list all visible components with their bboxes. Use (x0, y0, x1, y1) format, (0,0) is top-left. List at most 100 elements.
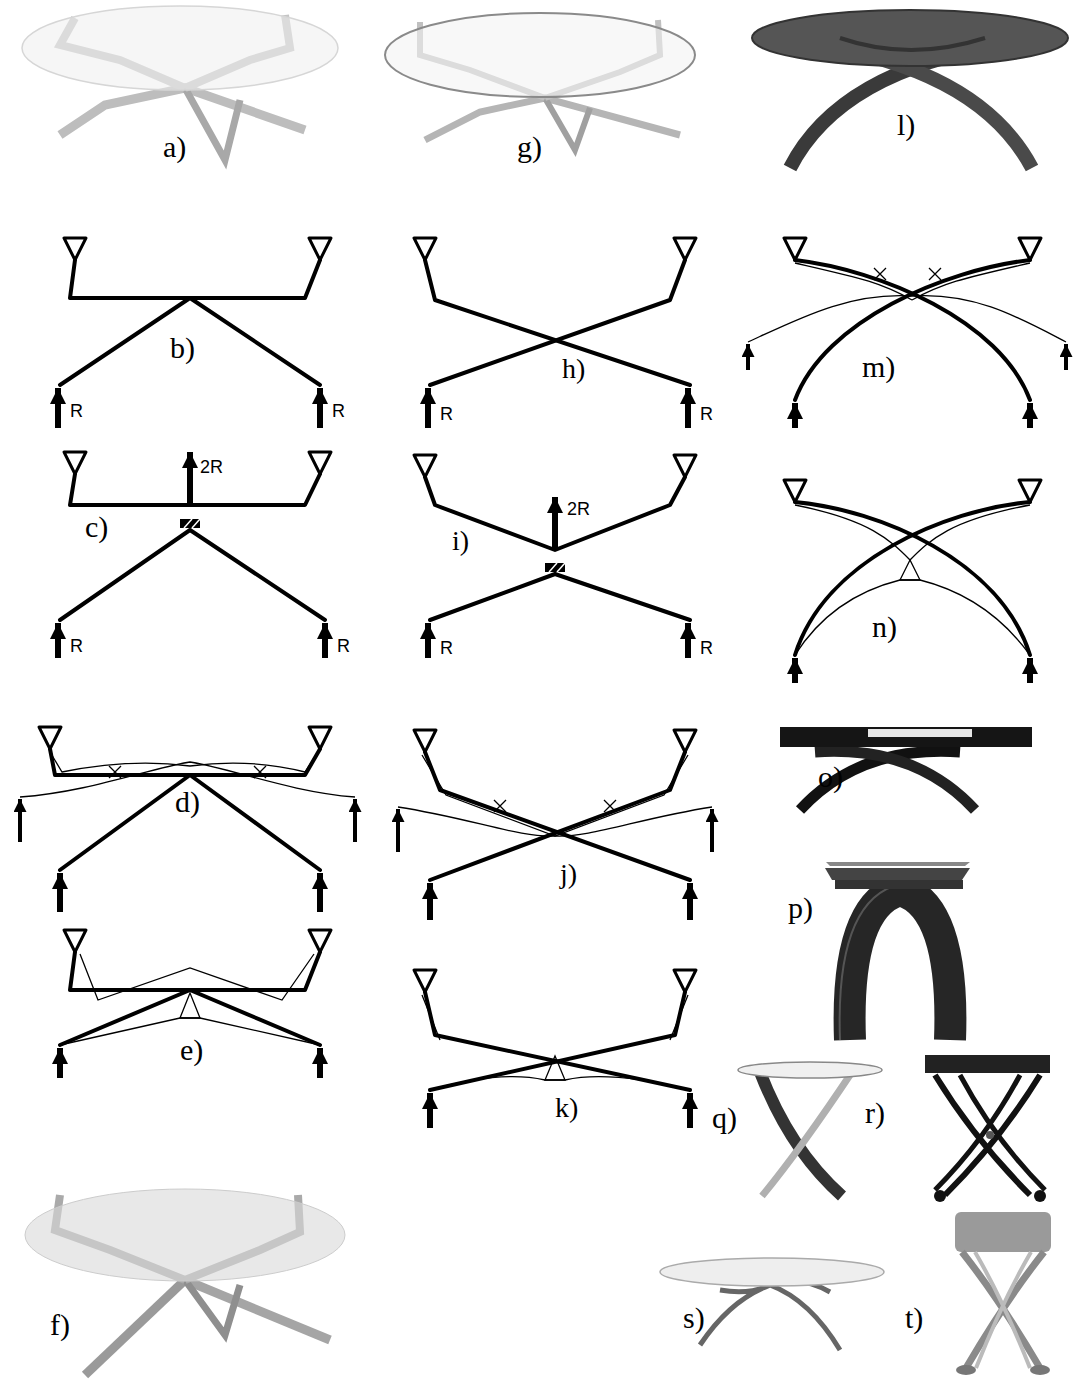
table-photo-part (815, 751, 975, 810)
structural-scheme-part (792, 403, 798, 428)
structural-scheme-part (430, 992, 685, 1090)
structural-scheme-part (309, 452, 331, 474)
structural-scheme-part (430, 1077, 690, 1090)
structural-scheme-part (425, 992, 690, 1090)
load-label: R (70, 402, 83, 420)
structural-scheme-part (18, 799, 22, 842)
structural-scheme-part (309, 238, 331, 260)
figure-label: t) (905, 1303, 923, 1333)
structural-scheme-part (187, 452, 193, 505)
table-photo-part (934, 1190, 946, 1202)
table-render-part (185, 1280, 240, 1335)
structural-scheme-part (795, 263, 1030, 300)
figure-label: b) (170, 333, 195, 363)
table-render-part (22, 6, 338, 90)
figure-label: o) (818, 762, 843, 792)
structural-scheme-part (414, 730, 436, 752)
table-photo-part (925, 1055, 1050, 1073)
structural-scheme-part (425, 623, 431, 658)
figure-label: a) (163, 132, 186, 162)
structural-scheme-part (55, 388, 61, 428)
structural-scheme-part (425, 260, 690, 385)
table-photo-part (738, 1062, 882, 1078)
table-photo-part (868, 729, 972, 737)
structural-scheme (58, 452, 331, 658)
table-render-part (425, 98, 680, 140)
table-photo-part (826, 862, 970, 866)
structural-scheme-part (396, 809, 400, 852)
structural-scheme-part (184, 519, 192, 528)
structural-scheme-part (494, 800, 616, 812)
structural-scheme (58, 238, 331, 428)
figure-label: n) (872, 612, 897, 642)
structural-scheme-part (322, 623, 328, 658)
figure-label: r) (865, 1098, 885, 1128)
structural-scheme-part (674, 970, 696, 992)
structural-scheme-part (50, 749, 320, 775)
figure-label: s) (683, 1303, 705, 1333)
load-label: R (700, 639, 713, 657)
structural-scheme-part (746, 344, 750, 370)
structural-scheme-part (430, 752, 685, 880)
structural-scheme-part (180, 993, 200, 1018)
structural-scheme-part (192, 519, 200, 528)
structural-scheme-part (57, 873, 63, 912)
structural-scheme-part (687, 883, 693, 920)
load-label: R (337, 637, 350, 655)
table-render (25, 1189, 345, 1375)
table-photo-part (955, 1212, 1051, 1252)
structural-scheme-part (60, 775, 320, 870)
table-photo (738, 1062, 882, 1196)
structural-scheme-part (784, 480, 806, 502)
structural-scheme-part (414, 970, 436, 992)
structural-scheme-part (710, 809, 714, 852)
table-photo-part (962, 1252, 1044, 1368)
structural-scheme-part (1027, 658, 1033, 683)
table-photo-part (850, 890, 951, 1040)
structural-scheme-part (687, 1093, 693, 1128)
structural-scheme-part (748, 296, 1066, 342)
figure-label: m) (862, 352, 895, 382)
load-label: R (70, 637, 83, 655)
structural-scheme-part (414, 455, 436, 477)
table-photo-part (956, 1365, 976, 1375)
table-photo-part (986, 1131, 994, 1139)
structural-scheme-part (414, 238, 436, 260)
table-render-part (60, 88, 305, 135)
figure-label: c) (85, 512, 108, 542)
figure-label: d) (175, 787, 200, 817)
structural-scheme-part (674, 238, 696, 260)
load-label: R (700, 405, 713, 423)
table-photo-part (760, 1072, 842, 1196)
table-photo-part (840, 884, 900, 1040)
structural-scheme-part (430, 574, 690, 620)
table-render (385, 13, 695, 150)
table-render (752, 10, 1068, 168)
table-render-part (85, 1280, 185, 1375)
figure-label: f) (50, 1310, 70, 1340)
structural-scheme-part (70, 260, 320, 298)
structural-scheme-part (55, 623, 61, 658)
figure-label: j) (560, 860, 577, 888)
figure-label: h) (562, 355, 585, 383)
structural-scheme-part (430, 260, 685, 385)
figure-label: g) (517, 132, 542, 162)
load-label: R (332, 402, 345, 420)
table-photo-part (835, 880, 963, 889)
structural-scheme-part (57, 1048, 63, 1078)
structural-scheme-part (317, 1048, 323, 1078)
table-photo (925, 1055, 1050, 1202)
structural-scheme (784, 480, 1041, 683)
load-label: R (440, 639, 453, 657)
table-photo (660, 1258, 884, 1350)
structural-scheme-part (422, 755, 688, 836)
structural-scheme-part (39, 727, 61, 749)
structural-scheme-part (70, 952, 320, 990)
structural-scheme-part (784, 238, 806, 260)
structural-scheme-part (685, 623, 691, 658)
structural-scheme-part (1019, 238, 1041, 260)
structural-scheme-part (309, 930, 331, 952)
structural-scheme-part (180, 519, 200, 528)
